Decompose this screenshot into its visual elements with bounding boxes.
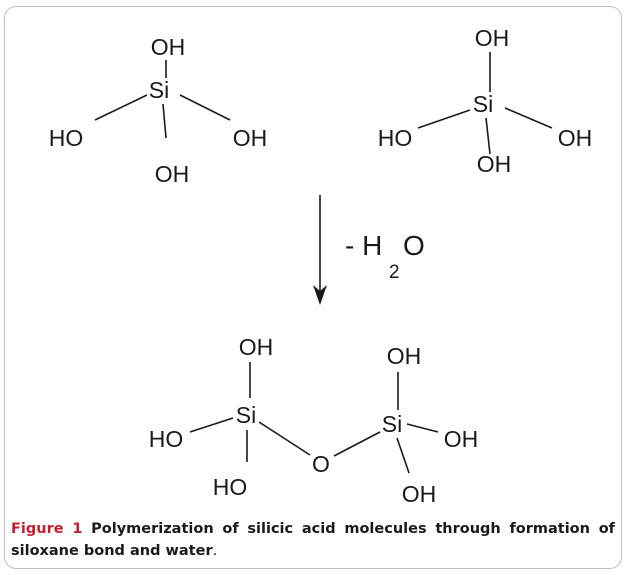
figure-frame [4,6,622,569]
water-label: - H 2 O [345,230,425,283]
atom-o-bridge: O [312,451,330,477]
bond [258,421,311,456]
reaction-scheme: OH Si HO OH OH OH Si HO OH OH - H 2 O OH… [49,25,593,507]
atom-oh: OH [151,34,186,60]
bond [162,103,167,139]
atom-ho: HO [149,426,184,452]
silicic-acid-right: OH Si HO OH OH [378,25,593,177]
bond [179,94,231,121]
oxygen: O [403,230,425,261]
arrow-head [313,285,327,305]
atom-si: Si [149,77,169,103]
minus-h: - H [345,230,382,261]
atom-si: Si [236,402,256,428]
atom-oh: OH [558,125,593,151]
disilicic-acid: OH Si HO HO O Si OH OH OH [149,334,479,507]
atom-ho: HO [49,125,84,151]
atom-oh: OH [402,481,437,507]
atom-si: Si [473,91,493,117]
bond [485,117,491,155]
silicic-acid-left: OH Si HO OH OH [49,34,268,187]
atom-oh: OH [387,343,422,369]
bond [396,437,410,474]
atom-oh: OH [475,25,510,51]
atom-oh: OH [444,426,479,452]
subscript-2: 2 [389,262,400,283]
atom-si: Si [382,411,402,437]
bond [504,107,553,129]
atom-oh: OH [155,161,190,187]
caption-end: . [212,543,218,559]
bond [189,417,234,433]
atom-ho: HO [378,125,413,151]
atom-ho: HO [213,474,248,500]
bond [417,109,471,129]
bond [94,94,148,121]
figure-caption: Figure 1 Polymerization of silicic acid … [11,518,615,562]
caption-text: Polymerization of silicic acid molecules… [11,521,615,559]
bond [333,431,381,457]
atom-oh: OH [233,125,268,151]
reaction-arrow [313,195,327,305]
figure-label: Figure 1 [11,521,83,537]
atom-oh: OH [477,151,512,177]
bond [406,423,439,433]
atom-oh: OH [239,334,274,360]
